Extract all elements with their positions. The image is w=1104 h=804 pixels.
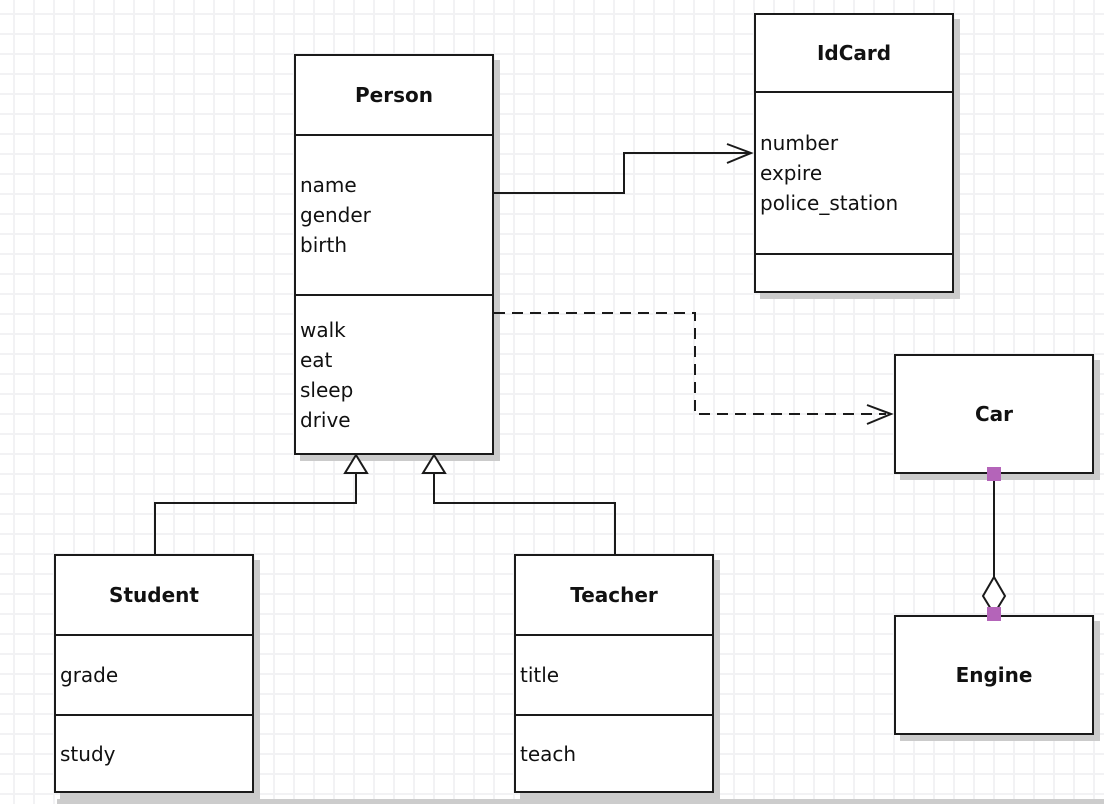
generalization-teacher-person[interactable] — [421, 453, 616, 554]
hollow-triangle-icon — [421, 453, 447, 474]
generalization-student-person[interactable] — [154, 453, 369, 554]
aggregation-car-engine[interactable] — [981, 467, 1007, 621]
association-person-idcard[interactable] — [494, 143, 754, 194]
idcard-methods-section-empty — [756, 253, 952, 291]
class-title-idcard: IdCard — [816, 41, 892, 65]
open-arrow-icon — [866, 404, 894, 425]
person-attributes-section: name gender birth — [296, 134, 492, 294]
student-attributes-section: grade — [56, 634, 252, 714]
class-title-person: Person — [355, 83, 433, 107]
attribute-gender: gender — [300, 203, 371, 227]
person-methods-section: walk eat sleep drive — [296, 294, 492, 453]
class-box-person[interactable]: Person name gender birth walk eat sleep … — [294, 54, 494, 455]
attribute-number: number — [760, 131, 839, 155]
attribute-title: title — [520, 663, 560, 687]
attribute-birth: birth — [300, 233, 347, 257]
hollow-diamond-icon — [981, 575, 1007, 616]
dependency-person-car[interactable] — [494, 312, 894, 425]
canvas-bottom-edge — [57, 799, 1104, 804]
attribute-grade: grade — [60, 663, 119, 687]
attribute-expire: expire — [760, 161, 823, 185]
class-box-idcard[interactable]: IdCard number expire police_station — [754, 13, 954, 293]
class-title-engine: Engine — [955, 663, 1033, 687]
method-drive: drive — [300, 407, 351, 432]
class-title-car: Car — [974, 402, 1014, 426]
class-title-teacher: Teacher — [570, 583, 658, 607]
hollow-triangle-icon — [343, 453, 369, 474]
attribute-police-station: police_station — [760, 191, 899, 215]
class-box-student[interactable]: Student grade study — [54, 554, 254, 793]
teacher-methods-section: teach — [516, 714, 712, 791]
class-box-car[interactable]: Car — [894, 354, 1094, 474]
method-eat: eat — [300, 347, 333, 372]
idcard-attributes-section: number expire police_station — [756, 91, 952, 253]
class-box-teacher[interactable]: Teacher title teach — [514, 554, 714, 793]
student-methods-section: study — [56, 714, 252, 791]
method-sleep: sleep — [300, 377, 354, 402]
method-study: study — [60, 741, 116, 766]
class-title-student: Student — [109, 583, 199, 607]
teacher-attributes-section: title — [516, 634, 712, 714]
open-arrow-icon — [726, 143, 754, 164]
method-teach: teach — [520, 741, 577, 766]
attribute-name: name — [300, 173, 357, 197]
class-box-engine[interactable]: Engine — [894, 615, 1094, 735]
method-walk: walk — [300, 317, 346, 342]
